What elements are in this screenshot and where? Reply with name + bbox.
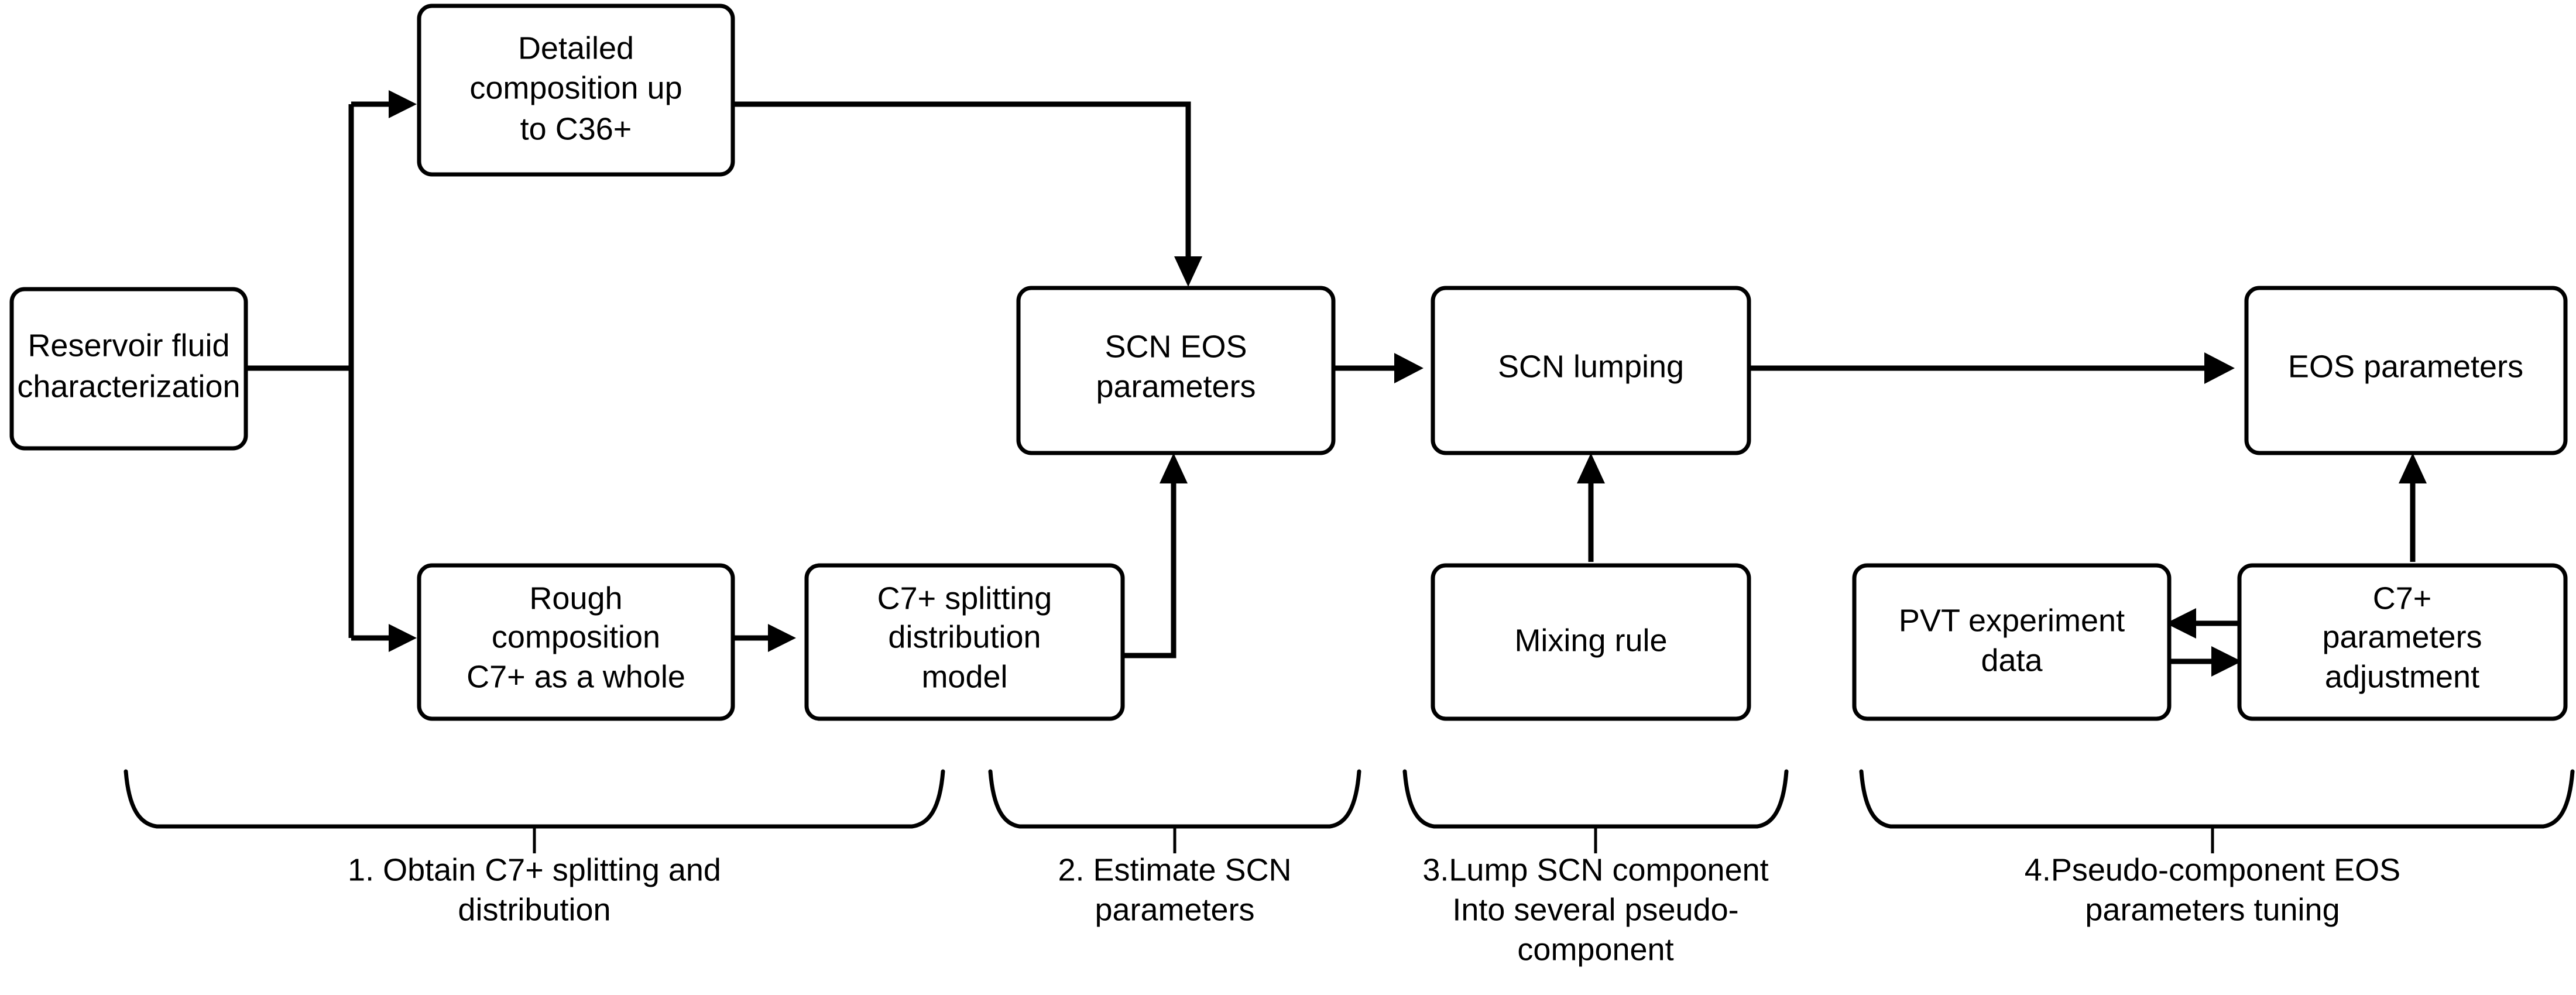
node-scn-eos-parameters[interactable]: SCN EOS parameters [1016,286,1336,455]
node-label: Detailed [518,30,634,66]
node-scn-eos-parameters-rect[interactable] [1016,286,1336,455]
node-eos-parameters[interactable]: EOS parameters [2244,286,2568,455]
node-label: SCN EOS [1105,329,1247,364]
node-label: adjustment [2325,659,2479,694]
connector-reservoir-split [246,90,417,652]
node-reservoir-fluid-characterization-rect[interactable] [9,287,248,451]
stage-1-caption-line: distribution [458,892,610,927]
node-scn-lumping-rect[interactable] [1431,286,1751,455]
node-label: SCN lumping [1498,349,1684,384]
node-reservoir-fluid-characterization[interactable]: Reservoir fluid characterization [9,287,248,451]
connector-splitting-to-scn-eos [1123,453,1188,658]
node-rough-composition-rect[interactable] [417,563,735,721]
node-label: C7+ as a whole [467,659,685,694]
connector-adjustment-to-pvt [2166,608,2242,639]
node-rough-composition[interactable]: Rough composition C7+ as a whole [417,563,735,721]
stage-2-group: 2. Estimate SCN parameters [988,769,1361,927]
node-pvt-experiment-data-rect[interactable] [1852,563,2172,721]
node-label: Reservoir fluid [28,328,229,363]
stage-2-brace [988,769,1361,829]
stage-1-caption-line: 1. Obtain C7+ splitting and [348,852,721,887]
node-mixing-rule-rect[interactable] [1431,563,1751,721]
node-scn-lumping[interactable]: SCN lumping [1431,286,1751,455]
connector-detailed-to-scn-eos [733,101,1202,287]
stage-3-caption-line: Into several pseudo- [1452,892,1738,927]
connector-mixing-to-lumping [1577,453,1605,562]
node-eos-parameters-rect[interactable] [2244,286,2568,455]
connector-pvt-to-adjustment [2166,646,2242,677]
node-c7-splitting-distribution-model[interactable]: C7+ splitting distribution model [804,563,1125,721]
connector-rough-to-splitting [733,624,796,652]
node-label: composition up [469,70,682,105]
node-label: characterization [17,369,240,404]
stage-4-group: 4.Pseudo-component EOS parameters tuning [1859,769,2575,927]
stage-4-caption-line: 4.Pseudo-component EOS [2025,852,2400,887]
node-label: parameters [1096,369,1256,404]
node-label: data [1981,643,2043,678]
node-label: PVT experiment [1899,603,2125,638]
node-c7-splitting-distribution-model-rect[interactable] [804,563,1125,721]
stage-3-brace [1402,769,1789,829]
stage-1-brace [124,769,945,829]
node-label: C7+ splitting [877,581,1052,616]
node-label: model [921,659,1007,694]
node-label: to C36+ [520,111,632,146]
node-label: distribution [888,619,1041,654]
stage-2-caption-line: parameters [1095,892,1254,927]
connector-lumping-to-eos [1749,352,2235,384]
node-label: Rough [529,581,622,616]
stage-1-group: 1. Obtain C7+ splitting and distribution [124,769,945,927]
stage-4-caption-line: parameters tuning [2085,892,2340,927]
node-c7-parameters-adjustment[interactable]: C7+ parameters adjustment [2237,563,2568,721]
stage-2-caption-line: 2. Estimate SCN [1058,852,1291,887]
connector-scn-eos-to-lumping [1333,353,1424,383]
node-label: C7+ [2373,581,2432,616]
node-c7-parameters-adjustment-rect[interactable] [2237,563,2568,721]
node-pvt-experiment-data[interactable]: PVT experiment data [1852,563,2172,721]
connector-adjustment-to-eos [2399,453,2427,562]
node-label: EOS parameters [2288,349,2523,384]
stage-3-group: 3.Lump SCN component Into several pseudo… [1402,769,1789,967]
node-label: Mixing rule [1514,623,1667,658]
node-mixing-rule[interactable]: Mixing rule [1431,563,1751,721]
node-detailed-composition-rect[interactable] [417,4,735,177]
node-label: composition [492,619,660,654]
stage-4-brace [1859,769,2575,829]
stage-3-caption-line: 3.Lump SCN component [1422,852,1768,887]
node-label: parameters [2322,619,2482,654]
stage-3-caption-line: component [1517,932,1673,967]
node-detailed-composition[interactable]: Detailed composition up to C36+ [417,4,735,177]
